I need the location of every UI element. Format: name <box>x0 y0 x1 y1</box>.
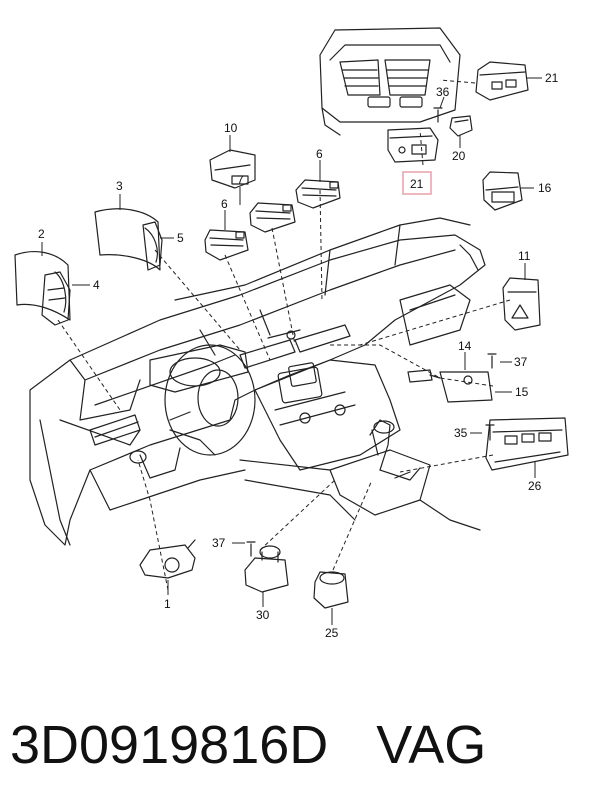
highlight-box-21 <box>402 171 432 195</box>
screw-37-right <box>487 353 497 369</box>
vent-4 <box>41 271 71 326</box>
callout-30: 30 <box>256 608 270 622</box>
callout-4: 4 <box>93 278 100 292</box>
module-14 <box>407 369 493 403</box>
callout-10: 10 <box>224 121 238 135</box>
callout-21-boxed: 21 <box>410 177 424 191</box>
clip-20 <box>449 115 473 137</box>
cover-10 <box>209 149 256 189</box>
switch-16 <box>482 171 523 211</box>
callout-1: 1 <box>164 597 171 611</box>
switch-panel-26 <box>485 417 569 471</box>
screw-37-lower <box>246 541 256 557</box>
callout-16: 16 <box>538 181 552 195</box>
vent-5 <box>142 221 163 271</box>
brand-name: VAG <box>376 715 487 775</box>
callout-25: 25 <box>325 626 339 640</box>
leader-lines-solid <box>41 77 542 625</box>
vent-switch-7 <box>249 202 296 233</box>
switch-21-right <box>475 61 529 101</box>
switch-21-lower <box>387 127 439 163</box>
callout-5: 5 <box>177 231 184 245</box>
callout-21-right: 21 <box>545 71 559 85</box>
vent-switch-6-right <box>295 179 341 209</box>
knob-25 <box>313 571 349 609</box>
trim-3 <box>94 208 161 271</box>
module-30 <box>244 545 289 593</box>
dashboard-outline <box>29 217 486 546</box>
screw-36 <box>433 107 443 123</box>
part-number: 3D0919816D <box>10 715 329 775</box>
vent-switch-6-left <box>204 229 249 261</box>
dashboard-parts-diagram: 1 2 3 4 5 6 6 7 10 11 14 15 16 20 21 21 … <box>14 27 569 640</box>
callout-37-right: 37 <box>514 355 528 369</box>
callout-6-right: 6 <box>316 147 323 161</box>
callout-2: 2 <box>38 227 45 241</box>
callout-26: 26 <box>528 479 542 493</box>
callout-14: 14 <box>458 339 472 353</box>
vent-panel-housing <box>319 27 461 136</box>
callout-36: 36 <box>436 85 450 99</box>
callout-3: 3 <box>116 179 123 193</box>
callout-15: 15 <box>515 385 529 399</box>
footer-caption: 3D0919816D VAG <box>10 700 590 790</box>
callout-35: 35 <box>454 426 468 440</box>
screw-35 <box>485 424 495 441</box>
callout-labels: 1 2 3 4 5 6 6 7 10 11 14 15 16 20 21 21 … <box>38 71 559 640</box>
callout-20: 20 <box>452 149 466 163</box>
callout-37-lower: 37 <box>212 536 226 550</box>
leader-lines-dashed <box>57 79 511 591</box>
trim-2 <box>14 251 71 321</box>
callout-11: 11 <box>518 249 531 263</box>
callout-7: 7 <box>237 173 244 187</box>
switch-1 <box>139 539 196 579</box>
callout-6-left: 6 <box>221 197 228 211</box>
switch-11 <box>502 277 541 331</box>
